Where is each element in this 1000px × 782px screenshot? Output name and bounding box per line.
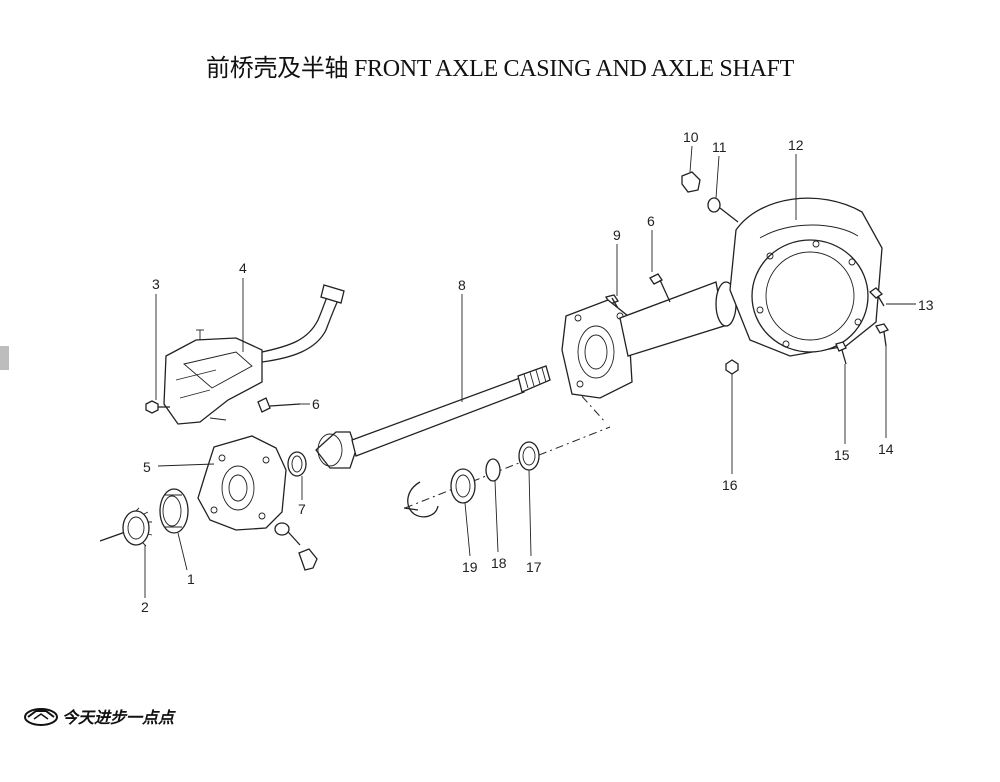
part-8-axle-shaft [315,365,551,469]
part-17-seal [518,441,540,471]
brand-footer: 今天进步一点点 [24,708,176,727]
callout-6-left: 6 [312,396,320,412]
callout-14: 14 [878,441,894,457]
callout-19: 19 [462,559,478,575]
callout-17: 17 [526,559,542,575]
part-10-plug [681,171,701,193]
part-14-bolt [875,323,889,347]
part-4-steering-arm [163,284,345,425]
axle-housing-tube [561,273,737,399]
callout-labels: 1 2 3 4 5 6 6 7 8 9 10 11 12 13 14 15 16… [141,129,934,615]
part-5-knuckle-housing [197,435,318,571]
callout-8: 8 [458,277,466,293]
part-1-lock-ring [159,488,189,534]
part-3-bolt [145,400,170,414]
car-emblem-icon [24,708,58,726]
part-2-flange [122,507,153,547]
page-title: 前桥壳及半轴 FRONT AXLE CASING AND AXLE SHAFT [206,56,794,82]
part-7-seal [287,451,307,477]
part-16-nut [725,359,739,375]
callout-3: 3 [152,276,160,292]
callout-9: 9 [613,227,621,243]
callout-2: 2 [141,599,149,615]
part-12-carrier-housing [729,197,883,357]
callout-18: 18 [491,555,507,571]
snap-ring [403,481,439,518]
page-edge-tab [0,346,9,370]
part-13-bolt [868,287,885,307]
callout-12: 12 [788,137,804,153]
leader-lines [144,145,916,598]
callout-4: 4 [239,260,247,276]
part-6-pin-left [257,397,301,413]
brand-slogan: 今天进步一点点 [62,708,176,727]
part-18-ring [485,458,501,482]
callout-5: 5 [143,459,151,475]
callout-6-right: 6 [647,213,655,229]
callout-7: 7 [298,501,306,517]
callout-16: 16 [722,477,738,493]
callout-15: 15 [834,447,850,463]
part-11-washer [707,197,739,223]
callout-13: 13 [918,297,934,313]
callout-11: 11 [712,139,727,155]
callout-1: 1 [187,571,195,587]
callout-10: 10 [683,129,699,145]
part-19-bearing [450,468,476,504]
part-15-bolt [835,341,847,365]
